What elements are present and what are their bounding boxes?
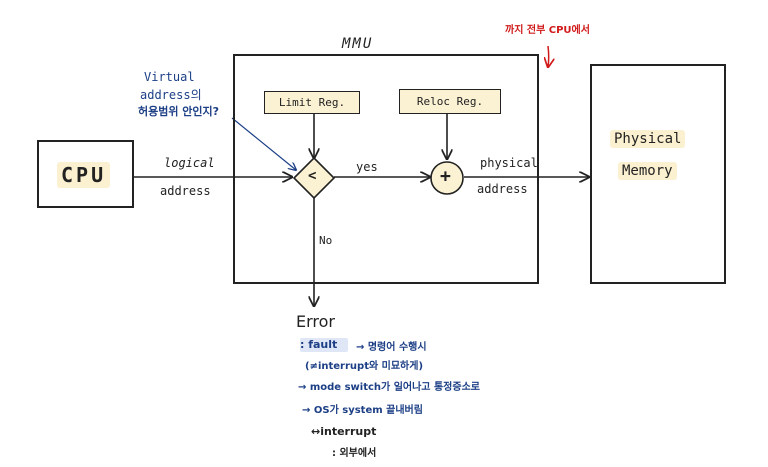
limit-register-box: Limit Reg. (264, 91, 360, 114)
memory-label-line2: Memory (618, 162, 677, 180)
cpu-box: CPU (37, 140, 134, 208)
comparator-symbol: < (308, 168, 317, 184)
interrupt-description: : 외부에서 (332, 448, 377, 459)
mmu-label: MMU (342, 36, 374, 52)
interrupt-label: ↔interrupt (311, 425, 377, 438)
os-system-note: → OS가 system 끝내버림 (302, 405, 423, 416)
physical-address-label: address (477, 182, 528, 196)
virtual-note-line3: 허용범위 안인지? (138, 105, 220, 118)
top-note-arrow (548, 45, 549, 67)
error-label: Error (296, 312, 335, 331)
logical-address-label: address (160, 184, 211, 198)
fault-highlight (300, 338, 348, 352)
logical-label: logical (164, 156, 215, 170)
reloc-register-label: Reloc Reg. (416, 95, 484, 108)
limit-register-label: Limit Reg. (278, 96, 346, 109)
mode-switch-note: → mode switch가 일어나고 통정증소로 (298, 382, 480, 393)
virtual-note-pointer (231, 117, 296, 170)
comparator-diamond (292, 156, 336, 200)
virtual-note-line2: address의 (140, 88, 202, 102)
virtual-note-line1: Virtual (144, 70, 195, 84)
fault-description: → 명령어 수행시 (356, 342, 427, 353)
no-label: No (319, 234, 333, 247)
physical-label: physical (480, 156, 538, 170)
interrupt-note: (≠interrupt와 미묘하게) (305, 361, 424, 372)
fault-label: : fault (300, 338, 338, 351)
physical-memory-box: Physical Memory (590, 64, 726, 284)
reloc-register-box: Reloc Reg. (399, 89, 501, 114)
yes-label: yes (356, 160, 378, 174)
memory-label-line1: Physical (610, 130, 686, 148)
adder-circle (430, 161, 464, 195)
cpu-label: CPU (57, 162, 111, 188)
adder-symbol: + (440, 166, 451, 187)
mmu-box (233, 54, 539, 284)
top-red-note: 까지 전부 CPU에서 (505, 25, 590, 36)
